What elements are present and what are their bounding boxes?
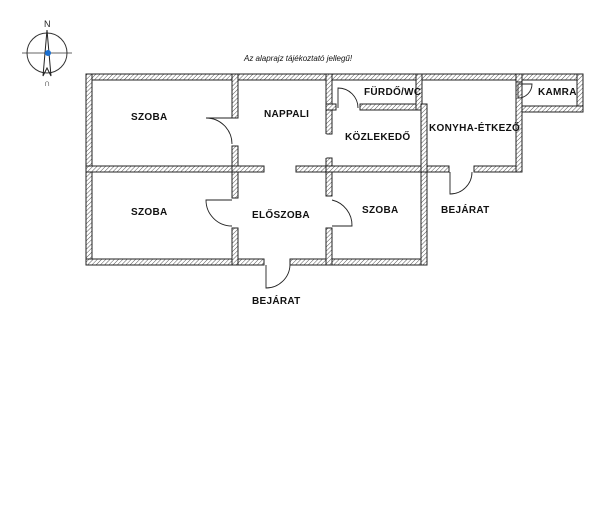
wall-nappali-bottom-a xyxy=(231,165,265,173)
compass-center-dot xyxy=(45,50,51,56)
room-labels: SZOBA SZOBA NAPPALI ELŐSZOBA KÖZLEKEDŐ F… xyxy=(131,85,577,307)
label-eloszoba: ELŐSZOBA xyxy=(252,208,310,221)
wall-top xyxy=(85,73,530,81)
interior-walls xyxy=(85,73,523,266)
wall-left-rooms-divider xyxy=(85,165,239,173)
label-nappali: NAPPALI xyxy=(264,109,309,120)
wall-bottom-left xyxy=(85,258,265,266)
compass-north-label: N xyxy=(44,19,51,29)
wall-kamra-top xyxy=(515,73,584,81)
label-konyha-etkezo: KONYHA-ÉTKEZŐ xyxy=(429,121,520,134)
compass: N ∩ xyxy=(22,19,72,88)
door-szoba-bottom-left xyxy=(205,199,233,227)
disclaimer-note: Az alaprajz tájékoztató jellegű! xyxy=(243,54,353,63)
wall-furdo-bottom-b xyxy=(359,103,423,111)
wall-left-vertical-lower xyxy=(231,227,239,266)
label-entrance-bottom: BEJÁRAT xyxy=(252,294,301,307)
wall-furdo-right xyxy=(415,73,423,111)
door-entrance-right xyxy=(449,171,473,195)
wall-right-lower xyxy=(420,167,428,266)
doors xyxy=(205,83,533,289)
label-furdo-wc: FÜRDŐ/WC xyxy=(364,85,421,98)
label-szoba-bottom-left: SZOBA xyxy=(131,207,168,218)
label-szoba-top-left: SZOBA xyxy=(131,112,168,123)
wall-left-vertical-upper xyxy=(231,73,239,119)
door-kamra xyxy=(517,83,533,99)
label-kozlekedo: KÖZLEKEDŐ xyxy=(345,130,410,143)
wall-eloszoba-right-b xyxy=(325,227,333,266)
wall-bottom-right xyxy=(289,258,428,266)
wall-szoba-middle-top xyxy=(325,165,428,173)
compass-needle xyxy=(42,29,52,77)
door-szoba-middle xyxy=(331,199,353,227)
label-kamra: KAMRA xyxy=(538,87,577,98)
wall-kamra-left xyxy=(515,73,523,83)
door-furdo xyxy=(337,87,359,109)
wall-furdo-bottom-a xyxy=(325,103,337,111)
wall-kitchen-left xyxy=(420,103,428,173)
label-entrance-right: BEJÁRAT xyxy=(441,203,490,216)
door-entrance-bottom xyxy=(265,264,291,289)
compass-south-mark: ∩ xyxy=(44,78,50,88)
wall-kamra-bottom xyxy=(515,105,584,113)
wall-kitchen-bottom-b xyxy=(473,165,523,173)
door-szoba-top-left xyxy=(205,117,233,145)
label-szoba-middle: SZOBA xyxy=(362,205,399,216)
